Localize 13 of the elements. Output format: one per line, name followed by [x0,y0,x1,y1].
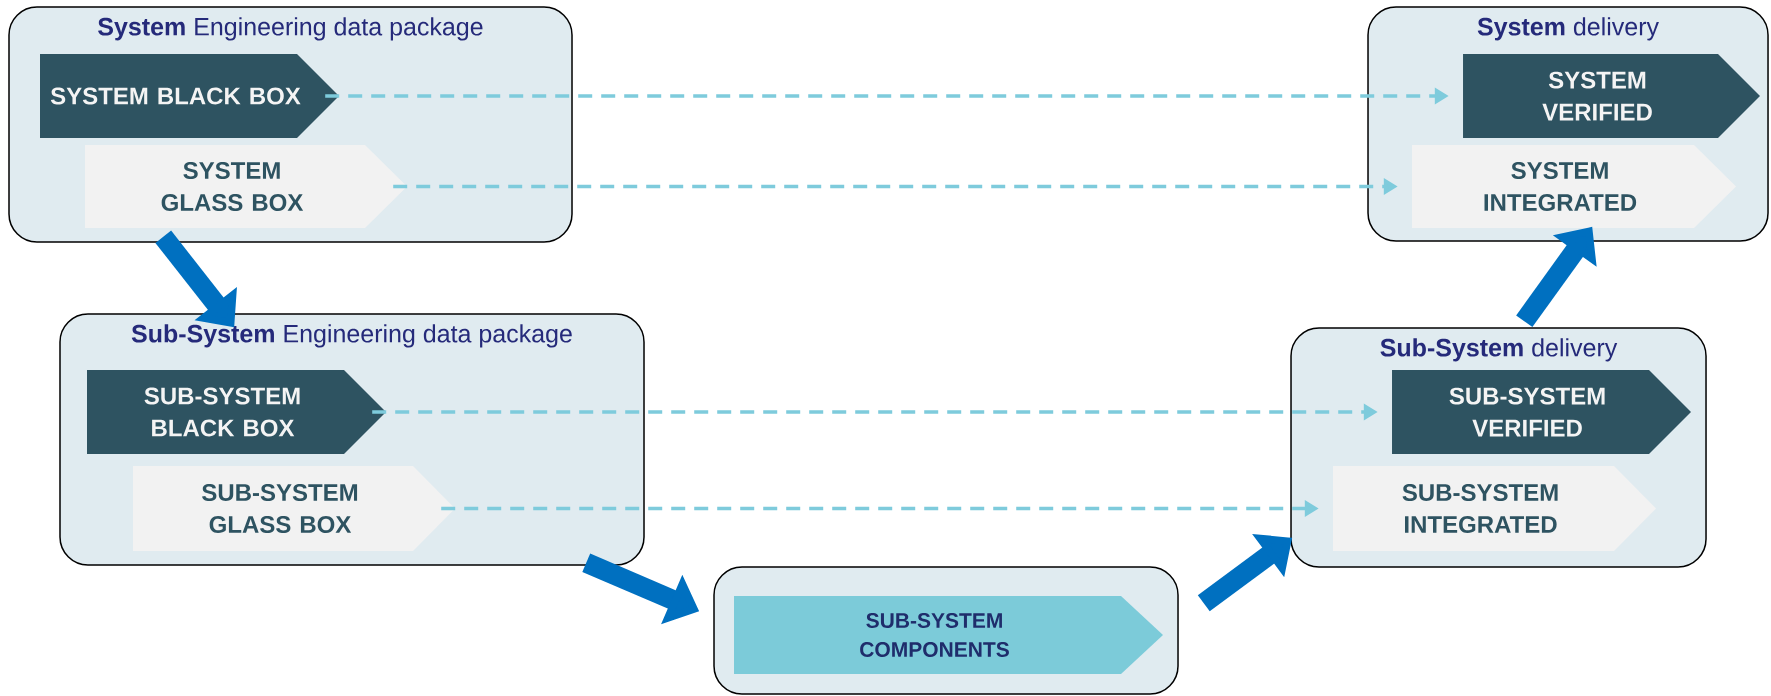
pentagon-box: SUB-SYSTEM INTEGRATED [1333,466,1656,551]
pentagon-box: SYSTEM VERIFIED [1463,54,1761,138]
pentagon-box: SUB-SYSTEM GLASS BOX [133,466,455,551]
pentagon-box: SYSTEM BLACK BOX [40,54,339,138]
pentagon-box: SUB-SYSTEM COMPONENTS [734,596,1163,674]
pentagon-box: SYSTEM INTEGRATED [1412,145,1736,228]
group-heading: System Engineering data package [98,17,483,41]
group-heading: Sub-System delivery [1380,338,1618,362]
pentagon-box: SYSTEM GLASS BOX [85,145,407,228]
group-heading: Sub-System Engineering data package [131,324,572,348]
pentagon-box: SUB-SYSTEM VERIFIED [1392,370,1691,454]
group-heading: System delivery [1477,17,1659,41]
pentagon-box: SUB-SYSTEM BLACK BOX [87,370,386,454]
